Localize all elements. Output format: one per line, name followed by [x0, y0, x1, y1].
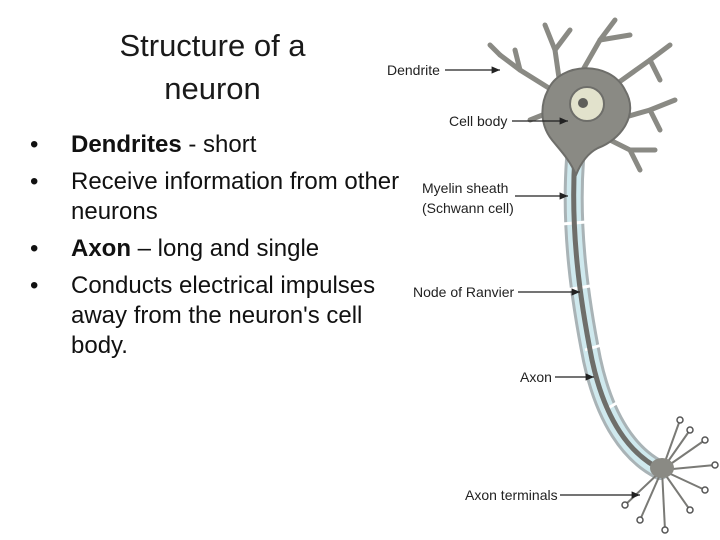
slide-title: Structure of a neuron [119, 28, 306, 106]
leader-lines [445, 66, 640, 499]
terminal-buttons [621, 416, 719, 534]
bullet-bold: Dendrites [71, 131, 182, 158]
bullet-item: Axon – long and single [26, 234, 406, 264]
label-myelin-line2: (Schwann cell) [422, 200, 514, 216]
terminal-hub [650, 458, 674, 478]
label-myelin-line1: Myelin sheath [422, 180, 508, 196]
label-node-of-ranvier: Node of Ranvier [413, 284, 515, 300]
bullet-text: Receive information from other neurons [71, 168, 400, 225]
label-axon: Axon [520, 369, 552, 385]
bullet-text: – long and single [131, 235, 320, 262]
axon [571, 154, 664, 473]
bullet-text: - short [181, 131, 257, 158]
nucleolus [578, 98, 588, 108]
bullet-item: Conducts electrical impulses away from t… [26, 271, 406, 361]
bullet-item: Dendrites - short [26, 130, 406, 160]
bullet-text: Conducts electrical impulses away from t… [71, 272, 376, 359]
bullet-bold: Axon [71, 235, 131, 262]
bullet-list: Dendrites - short Receive information fr… [26, 130, 406, 368]
label-cell-body: Cell body [449, 113, 507, 129]
label-dendrite: Dendrite [387, 62, 440, 78]
bullet-item: Receive information from other neurons [26, 167, 406, 227]
label-axon-terminals: Axon terminals [465, 487, 558, 503]
